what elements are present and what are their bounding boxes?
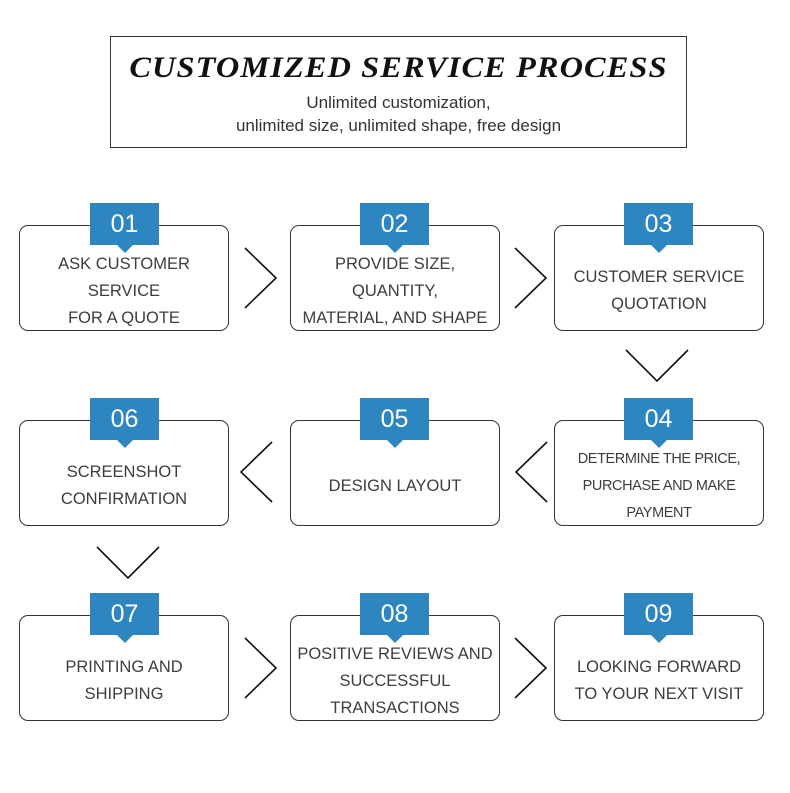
title-box: CUSTOMIZED SERVICE PROCESS Unlimited cus… xyxy=(110,36,687,148)
step-line-1: SCREENSHOT xyxy=(66,463,182,481)
step-line-1: ASK CUSTOMER SERVICE xyxy=(58,254,190,300)
step-line-2: MATERIAL, AND SHAPE xyxy=(302,308,488,327)
step-badge-07: 07 xyxy=(90,593,159,643)
arrow-right-icon xyxy=(244,247,278,309)
arrow-right-icon xyxy=(514,637,548,699)
step-line-1: PRINTING AND SHIPPING xyxy=(65,658,183,703)
step-text: DETERMINE THE PRICE, PURCHASE AND MAKE P… xyxy=(559,451,759,521)
step-line-2: CONFIRMATION xyxy=(60,490,188,508)
step-line-1: POSITIVE REVIEWS AND xyxy=(297,644,493,663)
step-card-05: DESIGN LAYOUT xyxy=(290,420,500,526)
arrow-right-icon xyxy=(514,247,548,309)
step-line-1: DETERMINE THE PRICE, xyxy=(577,450,741,467)
arrow-left-icon xyxy=(239,441,273,503)
step-badge-02: 02 xyxy=(360,203,429,253)
step-line-1: LOOKING FORWARD xyxy=(576,658,742,676)
step-line-2: FOR A QUOTE xyxy=(68,308,180,327)
step-line-1: DESIGN LAYOUT xyxy=(328,476,462,495)
step-card-09: LOOKING FORWARD TO YOUR NEXT VISIT xyxy=(554,615,764,721)
step-text: SCREENSHOT CONFIRMATION xyxy=(24,451,224,521)
step-line-2: TO YOUR NEXT VISIT xyxy=(574,685,744,703)
step-badge-01: 01 xyxy=(90,203,159,253)
arrow-down-icon xyxy=(96,546,160,580)
step-text: CUSTOMER SERVICE QUOTATION xyxy=(559,256,759,326)
step-line-1: CUSTOMER SERVICE xyxy=(573,268,745,286)
step-badge-06: 06 xyxy=(90,398,159,448)
step-line-1: PROVIDE SIZE, QUANTITY, xyxy=(334,254,456,300)
step-text: PRINTING AND SHIPPING xyxy=(24,646,224,716)
step-badge-05: 05 xyxy=(360,398,429,448)
step-text: LOOKING FORWARD TO YOUR NEXT VISIT xyxy=(559,646,759,716)
step-line-2: QUOTATION xyxy=(611,295,707,313)
step-badge-09: 09 xyxy=(624,593,693,643)
step-text: ASK CUSTOMER SERVICE FOR A QUOTE xyxy=(24,255,224,327)
subtitle-line-2: unlimited size, unlimited shape, free de… xyxy=(235,116,562,135)
step-line-2: SUCCESSFUL TRANSACTIONS xyxy=(330,671,460,717)
subtitle-line-1: Unlimited customization, xyxy=(306,93,491,112)
step-line-2: PURCHASE AND MAKE PAYMENT xyxy=(582,477,736,521)
page-title: CUSTOMIZED SERVICE PROCESS xyxy=(129,51,668,84)
step-badge-04: 04 xyxy=(624,398,693,448)
arrow-left-icon xyxy=(514,441,548,503)
step-text: PROVIDE SIZE, QUANTITY, MATERIAL, AND SH… xyxy=(295,255,495,327)
step-text: DESIGN LAYOUT xyxy=(295,451,495,521)
subtitle: Unlimited customization, unlimited size,… xyxy=(111,91,686,137)
step-badge-03: 03 xyxy=(624,203,693,253)
step-text: POSITIVE REVIEWS AND SUCCESSFUL TRANSACT… xyxy=(295,645,495,717)
step-badge-08: 08 xyxy=(360,593,429,643)
arrow-down-icon xyxy=(625,349,689,383)
arrow-right-icon xyxy=(244,637,278,699)
